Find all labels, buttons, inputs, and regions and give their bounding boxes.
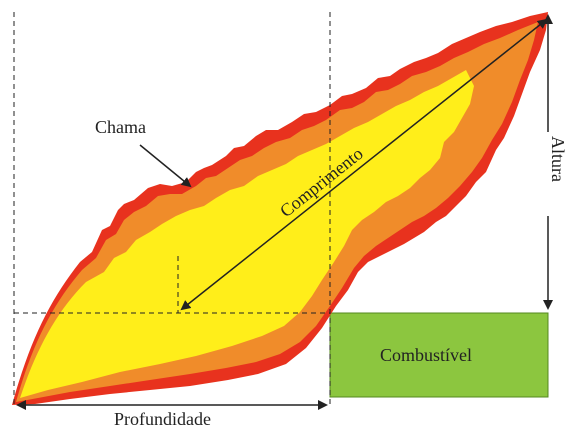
height-label-backdrop bbox=[538, 132, 562, 216]
fuel-label: Combustível bbox=[380, 345, 472, 365]
flame-label: Chama bbox=[95, 117, 146, 137]
flame-pointer-arrow bbox=[139, 144, 192, 188]
depth-label: Profundidade bbox=[114, 409, 211, 429]
height-label: Altura bbox=[548, 136, 568, 182]
length-arrow bbox=[180, 18, 548, 311]
fuel-bed bbox=[329, 312, 549, 398]
